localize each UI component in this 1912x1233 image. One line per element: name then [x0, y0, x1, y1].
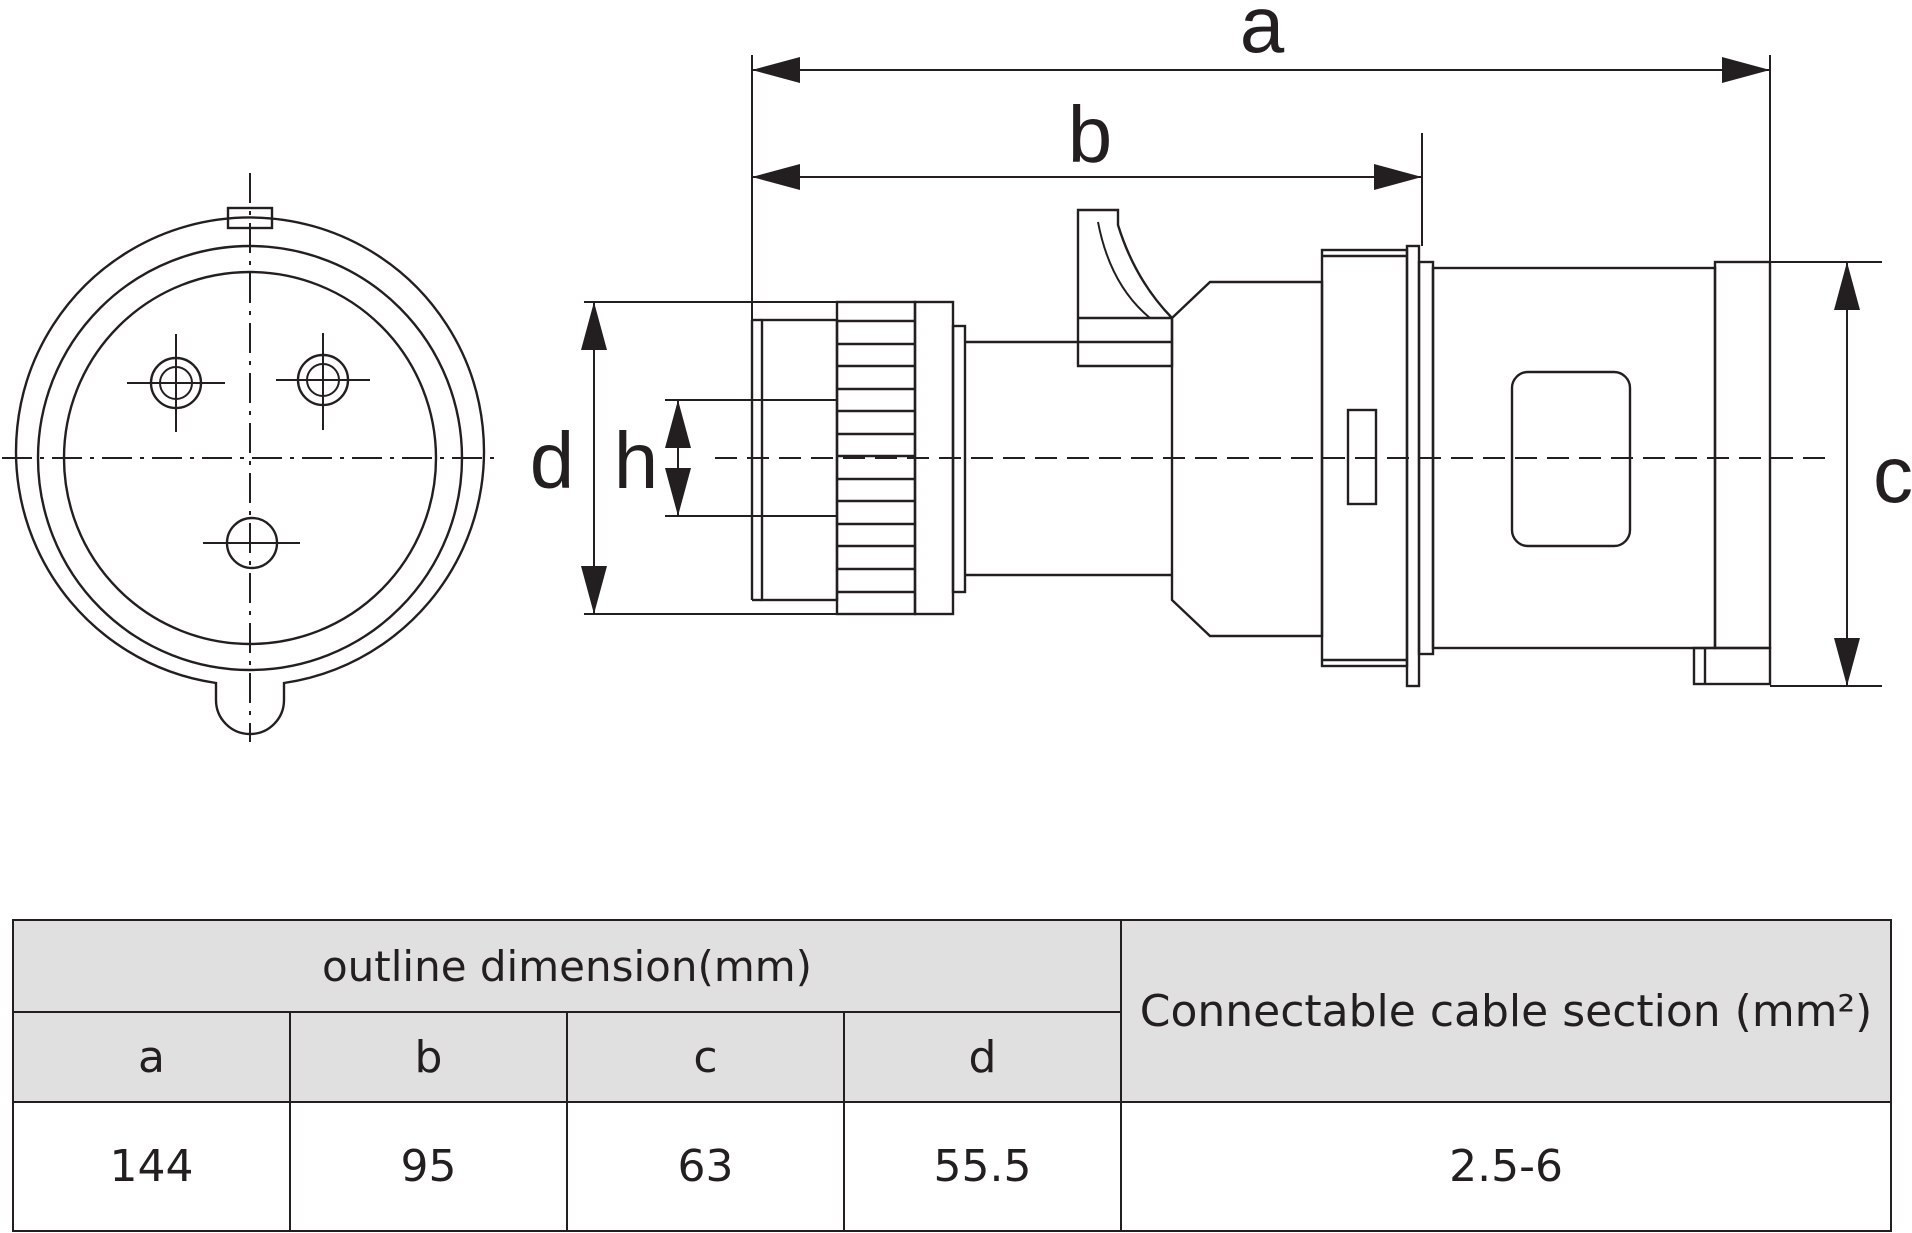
value-b: 95	[289, 1101, 568, 1232]
front-rim	[36, 244, 464, 672]
dimension-h	[665, 399, 837, 517]
column-header-d: d	[842, 1011, 1123, 1103]
front-cap-key	[1692, 646, 1772, 686]
value-c: 63	[566, 1101, 845, 1232]
flange-plate	[1405, 244, 1421, 688]
outline-dimension-header: outline dimension(mm)	[11, 919, 1123, 1013]
dimension-c	[1770, 261, 1882, 687]
column-header-c: c	[566, 1011, 845, 1103]
label-h: h	[614, 416, 659, 505]
side-view	[715, 208, 1828, 688]
dimension-table: outline dimension(mm) Connectable cable …	[11, 919, 1893, 1232]
value-d: 55.5	[842, 1101, 1123, 1232]
pin-hole-right	[276, 333, 370, 430]
cable-section-header: Connectable cable section (mm²)	[1120, 919, 1893, 1103]
label-d: d	[530, 416, 575, 505]
column-header-b: b	[289, 1011, 568, 1103]
label-c: c	[1873, 430, 1912, 519]
front-cap	[1713, 260, 1772, 650]
dimension-b	[752, 133, 1423, 246]
pin-hole-earth	[203, 516, 300, 570]
label-b: b	[1068, 90, 1113, 179]
value-cable-section: 2.5-6	[1120, 1101, 1893, 1232]
dimension-a	[751, 55, 1771, 330]
gland-cap	[760, 318, 839, 602]
column-header-a: a	[12, 1011, 291, 1103]
label-a: a	[1240, 0, 1285, 69]
value-a: 144	[12, 1101, 291, 1232]
front-view	[2, 173, 498, 742]
main-body	[1431, 266, 1717, 650]
gland-ribs	[835, 300, 917, 616]
front-outer-body	[14, 216, 486, 736]
plug-dimension-drawing: a b c d h	[2, 0, 1912, 742]
pin-hole-left	[127, 334, 225, 432]
dimension-d	[581, 301, 837, 615]
